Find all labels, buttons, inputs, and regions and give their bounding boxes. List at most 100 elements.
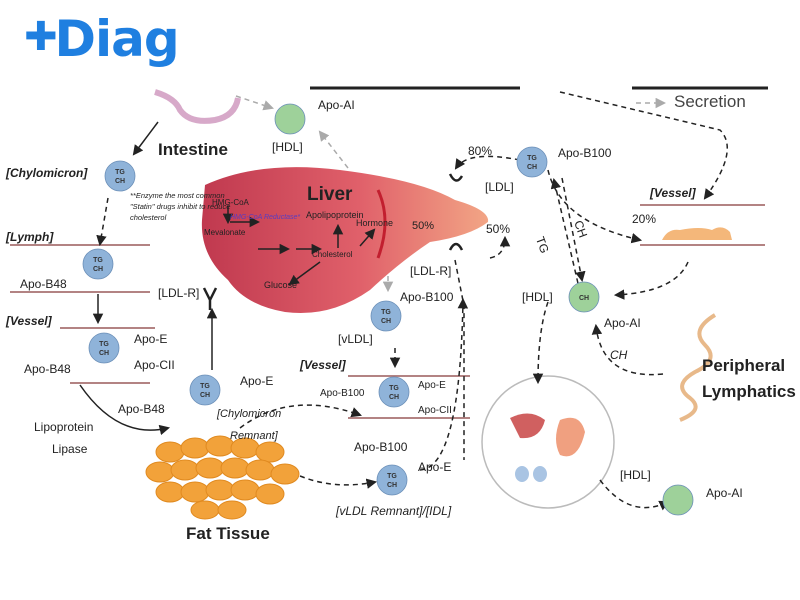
liver-label: Liver [307, 184, 353, 205]
peripheral-lymphatics-shape [679, 313, 717, 422]
hdl-mid-particle: CH [568, 281, 600, 313]
apolipoprotein-label: Apolipoprotein [306, 210, 364, 220]
logo-text: Diag [54, 10, 180, 68]
legend-secretion: Secretion [674, 92, 746, 111]
ldl-receptor-icon [448, 173, 464, 182]
vessel-lines [10, 204, 765, 419]
cholesterol-label: Cholesterol [312, 250, 353, 259]
inset-particle [533, 466, 547, 482]
particles: TG CH TG CH TG CH TG CH TG CH TG CH TG CH TG CH CH [82, 103, 694, 516]
chylo-remnant-particle: TG CH [189, 374, 221, 406]
particle-ch-text: CH [99, 350, 109, 357]
pct-20-label: 20% [632, 212, 657, 226]
inset-organ [556, 417, 585, 457]
glucose-label: Glucose [264, 280, 298, 290]
inset-particle [515, 466, 529, 482]
apo-b48-lymph: Apo-B48 [20, 277, 67, 291]
particle-ch-text: CH [579, 295, 589, 302]
particle-ch-text: CH [115, 178, 125, 185]
peripheral-label-2: Lymphatics [702, 382, 796, 401]
intestine-shape [154, 89, 241, 124]
pct-50-out-label: 50% [486, 222, 511, 236]
particle-ch-text: CH [389, 394, 399, 401]
chylomicron-particle: TG CH [104, 160, 136, 192]
vessel-chylomicron-particle: TG CH [88, 332, 120, 364]
apo-ai-hdl-mid: Apo-AI [604, 316, 641, 330]
apo-b100-vldl: Apo-B100 [400, 290, 454, 304]
particle-tg-text: TG [389, 385, 399, 392]
apo-e-vessel: Apo-E [134, 332, 168, 346]
idl-particle: TG CH [376, 464, 408, 496]
vldl-remnant-label: [vLDL Remnant]/[IDL] [336, 504, 452, 518]
lymph-label: [Lymph] [6, 230, 54, 244]
hdl-bottom-particle [662, 484, 694, 516]
hdl-mid-label: [HDL] [522, 290, 553, 304]
particle-tg-text: TG [99, 341, 109, 348]
statin-note: **Enzyme the most common "Statin" drugs … [130, 191, 231, 222]
particle-tg-text: TG [387, 473, 397, 480]
particle-tg-text: TG [527, 155, 537, 162]
peripheral-label-1: Peripheral [702, 356, 786, 375]
apo-cii-vessel: Apo-CII [134, 358, 175, 372]
apo-e-vessel-mid: Apo-E [418, 380, 446, 391]
hormone-label: Hormone [356, 218, 394, 228]
particle-ch-text: CH [387, 482, 397, 489]
plaque-shape [662, 227, 732, 240]
apo-e-idl: Apo-E [418, 460, 452, 474]
particle-ch-text: CH [527, 164, 537, 171]
hdl-top-label: [HDL] [272, 140, 303, 154]
apo-ai-top: Apo-AI [318, 98, 355, 112]
chylo-remnant-label-1: [Chylomicron [217, 408, 282, 420]
chylo-remnant-label-2: Remnant] [230, 430, 278, 442]
particle-ch-text: CH [93, 266, 103, 273]
apo-b100-idl: Apo-B100 [354, 440, 408, 454]
hdl-top-particle [274, 103, 306, 135]
particle-tg-text: TG [381, 309, 391, 316]
pct-50-in-label: 50% [412, 220, 435, 232]
chylomicron-label: [Chylomicron] [6, 166, 88, 180]
vessel-label-right: [Vessel] [650, 186, 696, 200]
vessel-label-left: [Vessel] [6, 314, 52, 328]
vessel-label-mid: [Vessel] [300, 358, 346, 372]
liver-shape [201, 167, 489, 314]
apo-b48-vessel: Apo-B48 [24, 362, 71, 376]
apo-cii-vessel-mid: Apo-CII [418, 405, 452, 416]
ldl-receptor-icon [448, 242, 464, 251]
hdl-bottom-label: [HDL] [620, 468, 651, 482]
apo-e-remnant: Apo-E [240, 374, 274, 388]
liver-membrane [376, 189, 387, 259]
ch-label-2: CH [610, 348, 628, 362]
vessel-vldl-particle: TG CH [378, 376, 410, 408]
apo-ai-bottom: Apo-AI [706, 486, 743, 500]
hmg-reductase-label: HMG-CoA Reductase* [230, 214, 301, 221]
apo-b48-remnant: Apo-B48 [118, 402, 165, 416]
mevalonate-label: Mevalonate [204, 228, 246, 237]
plus-icon: ✚ [24, 14, 58, 60]
secretion-arrows [235, 95, 667, 293]
ldl-top-label: [LDL] [485, 180, 514, 194]
ldl-receptor-icon [202, 287, 218, 310]
dashed-arrows [96, 91, 728, 511]
solid-arrows [79, 121, 376, 436]
particle-ch-text: CH [200, 392, 210, 399]
vldl-label: [vLDL] [338, 332, 373, 346]
lipoprotein-label-2: Lipase [52, 442, 88, 456]
vldl-particle: TG CH [370, 300, 402, 332]
intestine-label: Intestine [158, 140, 228, 159]
inset-liver [510, 413, 545, 439]
pct-80-label: 80% [468, 144, 493, 158]
particle-tg-text: TG [200, 383, 210, 390]
tissue-inset-circle [481, 375, 615, 509]
ldl-r-mid-label: [LDL-R] [410, 264, 452, 278]
apo-b100-ldl: Apo-B100 [558, 146, 612, 160]
hmg-coa-label: HMG-CoA [212, 198, 249, 207]
lipoprotein-label-1: Lipoprotein [34, 420, 94, 434]
ldl-particle: TG CH [516, 146, 548, 178]
brand-logo: ✚Diag [24, 10, 180, 68]
particle-tg-text: TG [93, 257, 103, 264]
fat-tissue-label: Fat Tissue [186, 524, 270, 543]
particle-tg-text: TG [115, 169, 125, 176]
particle-ch-text: CH [381, 318, 391, 325]
lymph-chylomicron-particle: TG CH [82, 248, 114, 280]
